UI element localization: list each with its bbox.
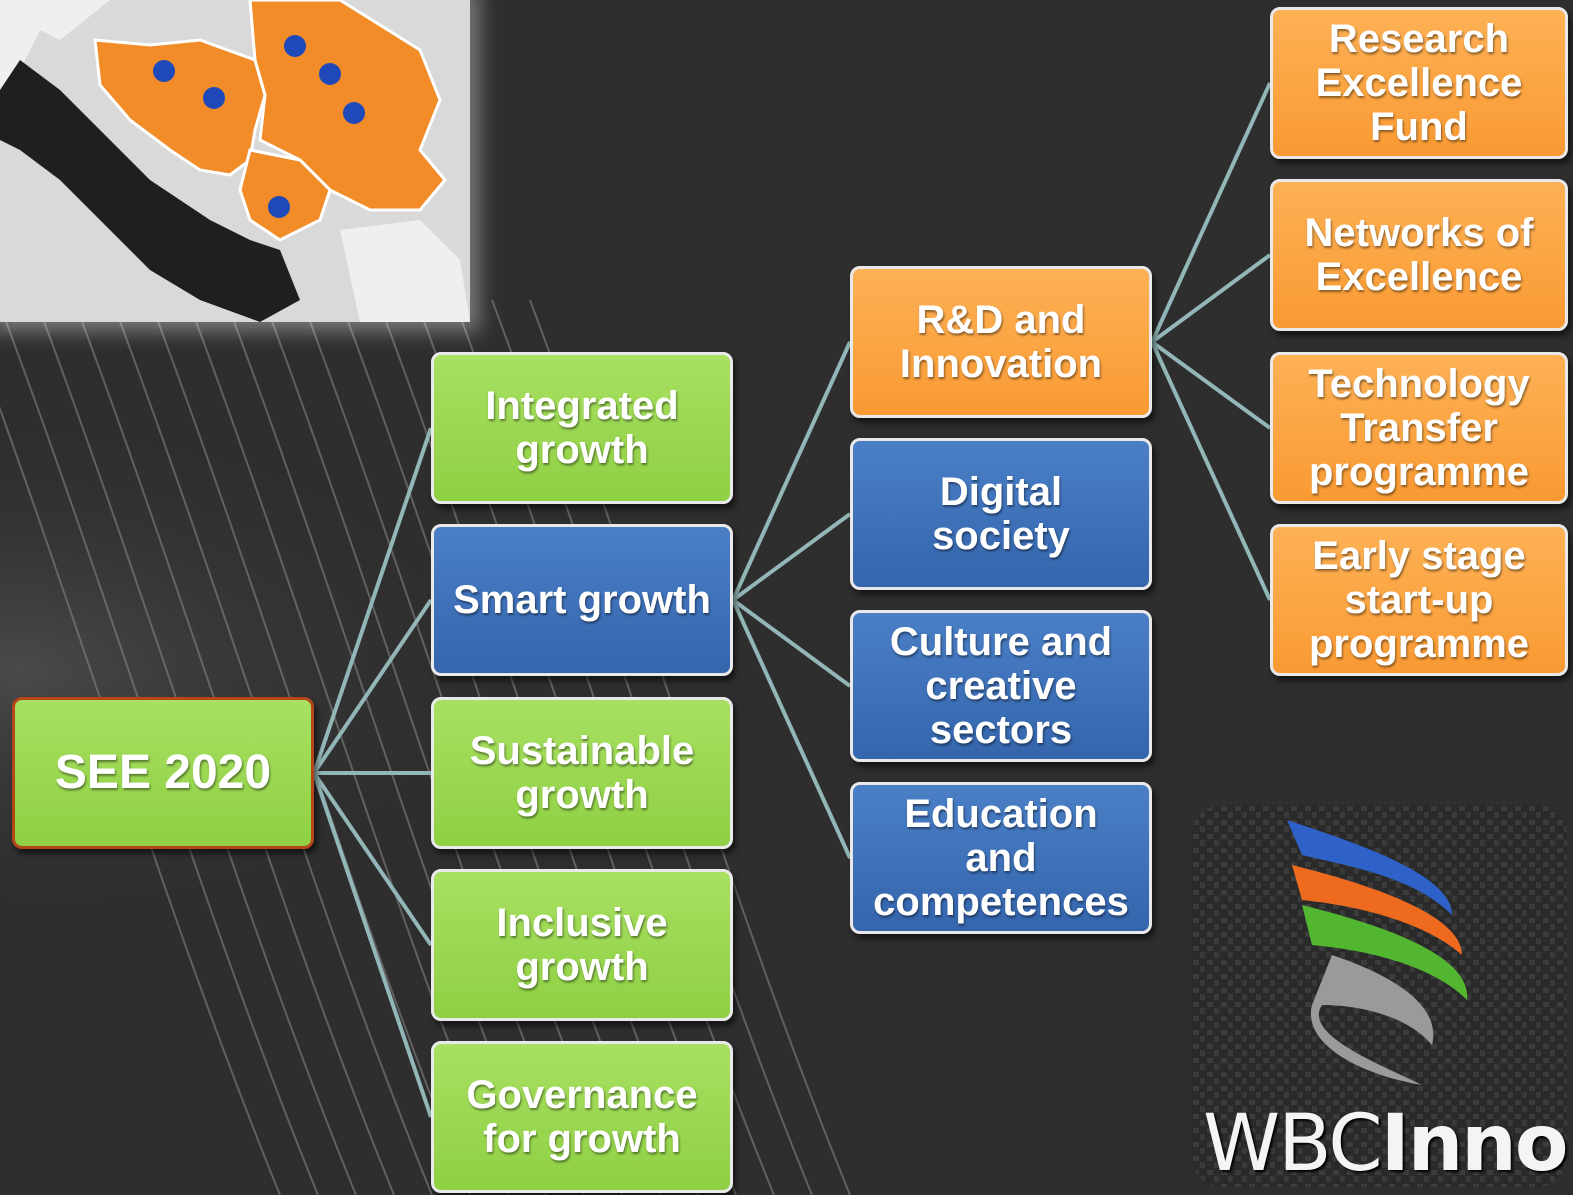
connector-line (731, 341, 852, 601)
connector-line (1150, 82, 1272, 343)
connector-lines (312, 82, 1272, 1118)
rd-child-early-stage-startup: Early stage start-up programme (1270, 524, 1568, 676)
connector-line (731, 512, 852, 602)
connector-line (312, 427, 433, 774)
connector-line (312, 772, 433, 1118)
rd-child-networks-of-excellence: Networks of Excellence (1270, 179, 1568, 331)
smart-child-education-competences: Education and competences (850, 782, 1152, 934)
connector-line (731, 599, 852, 859)
rd-child-technology-transfer: Technology Transfer programme (1270, 352, 1568, 504)
rd-child-research-excellence-fund: Research Excellence Fund (1270, 7, 1568, 159)
wbcinno-logo-text: WBCInno (1203, 1099, 1568, 1189)
logo-text-bold: Inno (1380, 1099, 1569, 1189)
connector-line (731, 598, 852, 688)
region-map-image (0, 0, 470, 322)
pillar-integrated-growth: Integrated growth (431, 352, 733, 504)
smart-child-rd-innovation: R&D and Innovation (850, 266, 1152, 418)
connector-line (312, 771, 433, 947)
connector-line (1150, 341, 1272, 601)
connector-line (1150, 340, 1272, 430)
pillar-sustainable-growth: Sustainable growth (431, 697, 733, 849)
pillar-inclusive-growth: Inclusive growth (431, 869, 733, 1021)
root-node-see-2020: SEE 2020 (12, 697, 314, 849)
connector-line (312, 598, 433, 775)
connector-line (1150, 253, 1272, 344)
wbcinno-logo (1192, 805, 1567, 1187)
logo-text-light: WBC (1203, 1099, 1383, 1189)
pillar-governance-for-growth: Governance for growth (431, 1041, 733, 1193)
smart-child-digital-society: Digital society (850, 438, 1152, 590)
smart-child-culture-creative: Culture and creative sectors (850, 610, 1152, 762)
pillar-smart-growth: Smart growth (431, 524, 733, 676)
